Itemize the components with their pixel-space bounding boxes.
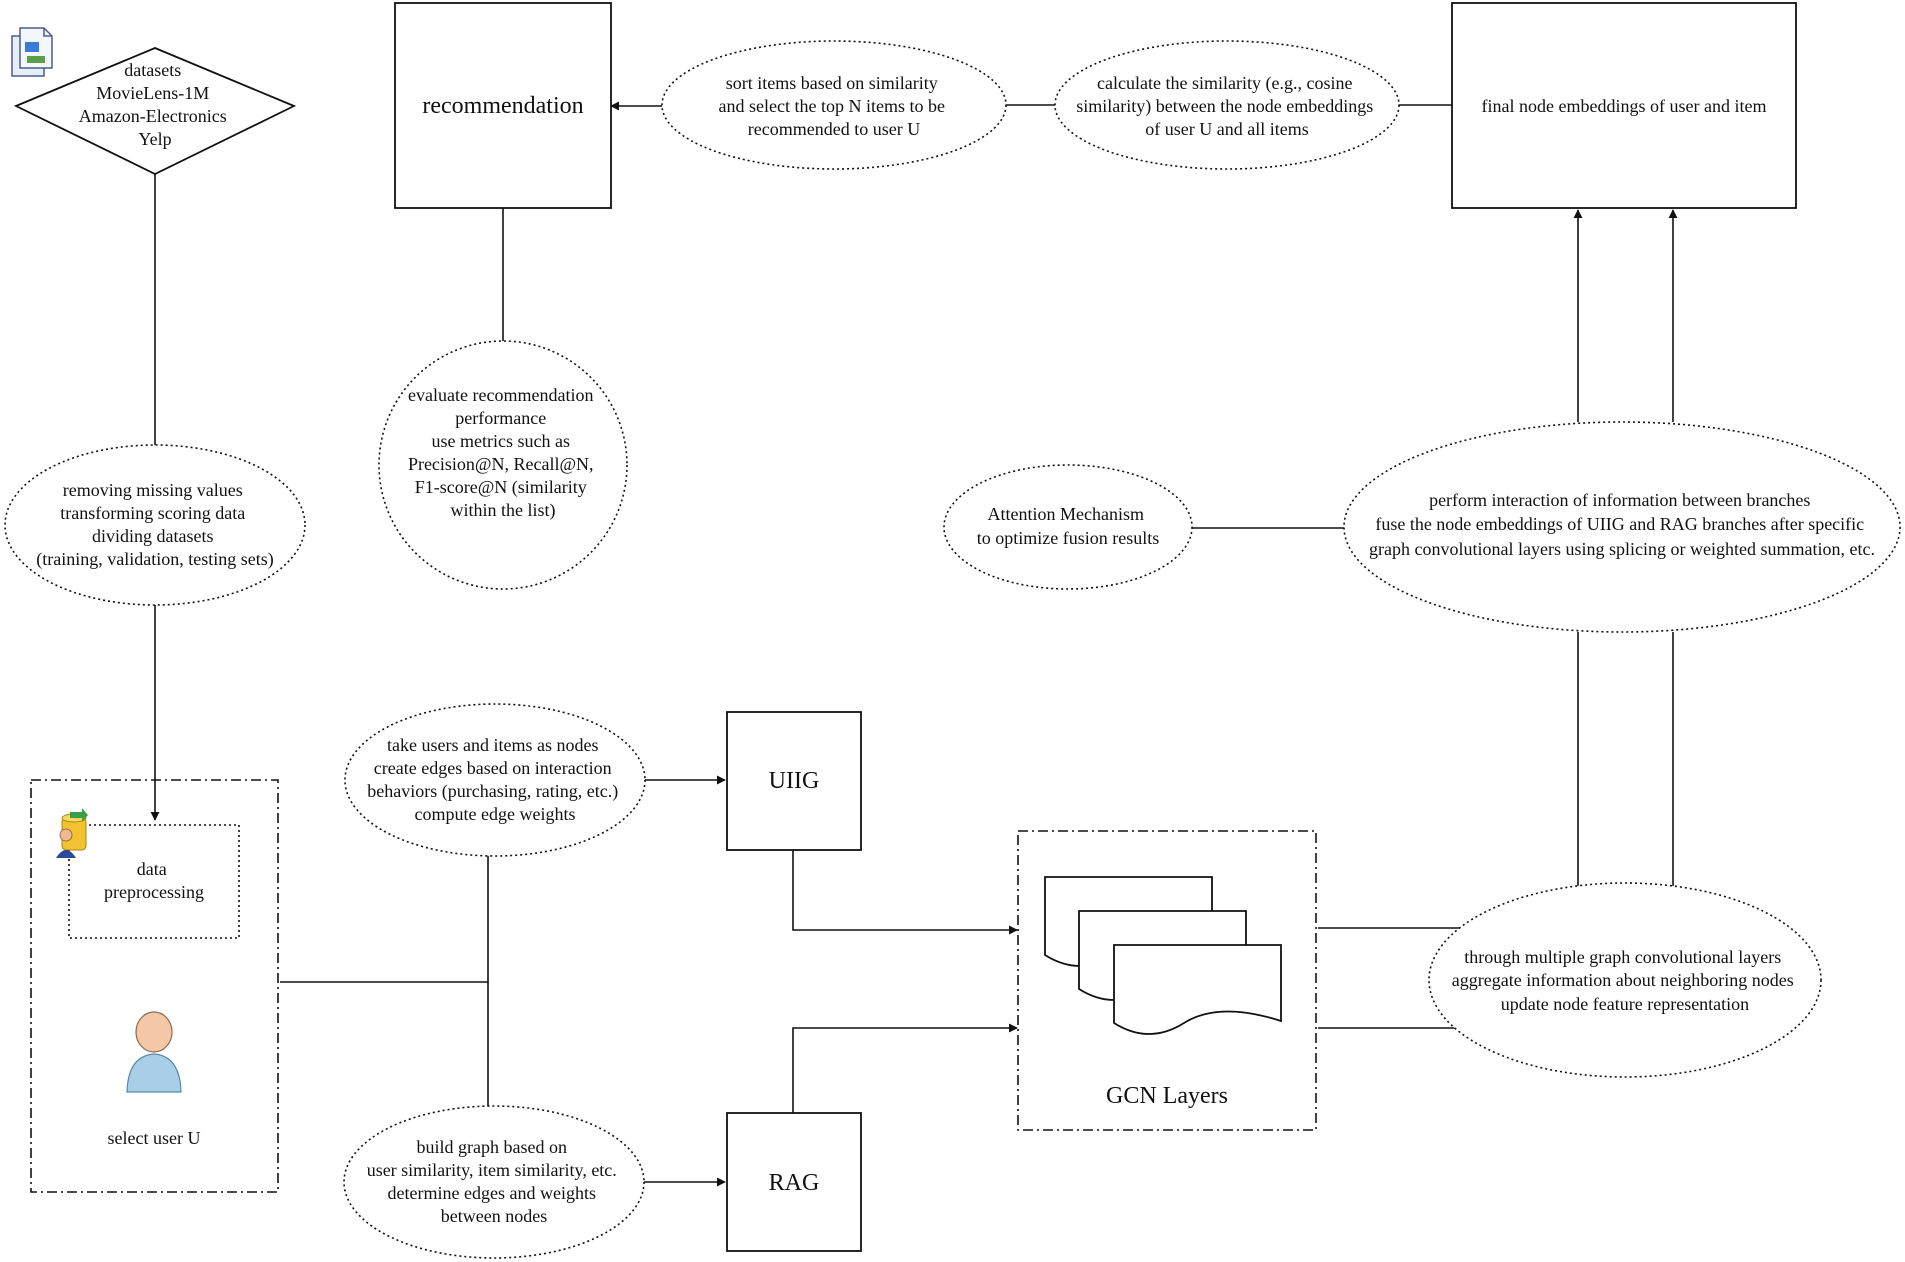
arrow-uiig-to-gcn xyxy=(792,850,1018,935)
datasets-diamond xyxy=(13,47,297,176)
evaluate-line: evaluate recommendation xyxy=(408,385,593,405)
attention-label: Attention Mechanism to optimize fusion r… xyxy=(977,504,1159,548)
evaluate-line: use metrics such as xyxy=(432,431,570,451)
sort-items-node: sort items based on similarity and selec… xyxy=(661,40,1007,170)
preprocess-line: removing missing values xyxy=(63,480,243,500)
fusion-line: graph convolutional layers using splicin… xyxy=(1369,539,1875,559)
datasets-line: datasets xyxy=(124,60,181,80)
uiig-desc-label: take users and items as nodes create edg… xyxy=(367,735,622,824)
uiig-desc-line: create edges based on interaction xyxy=(374,758,612,778)
attention-line: to optimize fusion results xyxy=(977,528,1159,548)
preprocess-line: dividing datasets xyxy=(92,526,213,546)
similarity-calc-ellipse xyxy=(1054,40,1400,170)
evaluate-label: evaluate recommendation performance use … xyxy=(408,385,598,521)
gcn-desc-ellipse xyxy=(1428,882,1822,1078)
uiig-box xyxy=(726,711,862,851)
sort-items-ellipse xyxy=(661,40,1007,170)
sort-items-line: recommended to user U xyxy=(748,119,920,139)
fusion-ellipse xyxy=(1343,421,1901,633)
datasets-line: Yelp xyxy=(138,129,171,149)
uiig-desc-line: take users and items as nodes xyxy=(387,735,598,755)
preprocess-steps-node: removing missing values transforming sco… xyxy=(4,444,306,606)
attention-ellipse xyxy=(943,464,1193,590)
datasets-line: Amazon-Electronics xyxy=(79,106,227,126)
final-embeddings-label: final node embeddings of user and item xyxy=(1482,96,1767,116)
rag-desc-line: build graph based on xyxy=(417,1137,567,1157)
rag-desc-line: between nodes xyxy=(441,1206,547,1226)
fusion-line: fuse the node embeddings of UIIG and RAG… xyxy=(1375,514,1864,534)
arrow-rag-to-gcn xyxy=(792,1023,1018,1113)
evaluate-line: Precision@N, Recall@N, xyxy=(408,454,594,474)
fusion-line: perform interaction of information betwe… xyxy=(1429,490,1810,510)
similarity-calc-node: calculate the similarity (e.g., cosine s… xyxy=(1054,40,1400,170)
gcn-desc-line: through multiple graph convolutional lay… xyxy=(1464,947,1781,967)
fusion-node: perform interaction of information betwe… xyxy=(1343,421,1901,633)
data-block-frame xyxy=(30,779,279,1193)
evaluate-line: F1-score@N (similarity xyxy=(415,477,587,498)
evaluate-line: performance xyxy=(455,408,546,428)
datasets-line: MovieLens-1M xyxy=(96,83,209,103)
similarity-calc-line: of user U and all items xyxy=(1145,119,1308,139)
preprocess-steps-label: removing missing values transforming sco… xyxy=(36,480,273,570)
uiig-desc-line: compute edge weights xyxy=(415,804,576,824)
gcn-layers-frame xyxy=(1017,830,1317,1131)
attention-node: Attention Mechanism to optimize fusion r… xyxy=(943,464,1193,590)
recommendation-node: recommendation xyxy=(394,2,612,209)
uiig-node: UIIG xyxy=(726,711,862,851)
gcn-desc-line: update node feature representation xyxy=(1501,994,1749,1014)
rag-label: RAG xyxy=(769,1170,820,1196)
datasets-node: datasets MovieLens-1M Amazon-Electronics… xyxy=(11,27,297,176)
fusion-label: perform interaction of information betwe… xyxy=(1369,490,1875,559)
final-embeddings-node: final node embeddings of user and item xyxy=(1451,2,1797,209)
data-block: data preprocessing select user U xyxy=(30,779,279,1193)
preprocess-line: (training, validation, testing sets) xyxy=(36,549,273,570)
rag-box xyxy=(726,1112,862,1252)
connectors xyxy=(150,101,1678,1187)
rag-desc-node: build graph based on user similarity, it… xyxy=(343,1105,645,1259)
preprocess-line: transforming scoring data xyxy=(60,503,245,523)
connector-to-uiig-desc xyxy=(280,855,489,983)
uiig-desc-ellipse xyxy=(344,703,646,857)
user-icon xyxy=(126,1011,182,1093)
similarity-calc-line: similarity) between the node embeddings xyxy=(1076,96,1373,117)
rag-desc-line: determine edges and weights xyxy=(388,1183,596,1203)
sort-items-label: sort items based on similarity and selec… xyxy=(719,73,950,139)
evaluate-circle xyxy=(378,340,628,590)
sort-items-line: and select the top N items to be xyxy=(719,96,945,116)
gcn-layers-node: GCN Layers xyxy=(1017,830,1317,1131)
evaluate-node: evaluate recommendation performance use … xyxy=(378,340,628,590)
similarity-calc-label: calculate the similarity (e.g., cosine s… xyxy=(1076,73,1377,139)
evaluate-line: within the list) xyxy=(451,500,556,521)
datasets-label: datasets MovieLens-1M Amazon-Electronics… xyxy=(79,60,231,149)
document-stack-icon xyxy=(11,27,53,77)
uiig-desc-line: behaviors (purchasing, rating, etc.) xyxy=(367,781,618,802)
rag-desc-ellipse xyxy=(343,1105,645,1259)
recommendation-box xyxy=(394,2,612,209)
rag-desc-line: user similarity, item similarity, etc. xyxy=(367,1160,617,1180)
attention-line: Attention Mechanism xyxy=(988,504,1144,524)
similarity-calc-line: calculate the similarity (e.g., cosine xyxy=(1097,73,1352,94)
stacked-documents-icon xyxy=(1044,876,1282,1035)
data-preprocessing-label: data preprocessing xyxy=(104,859,204,902)
gcn-desc-node: through multiple graph convolutional lay… xyxy=(1428,882,1822,1078)
data-preprocessing-box xyxy=(68,824,240,939)
database-user-icon xyxy=(56,808,88,858)
rag-node: RAG xyxy=(726,1112,862,1252)
uiig-label: UIIG xyxy=(769,768,820,794)
gcn-layers-label: GCN Layers xyxy=(1106,1083,1228,1109)
data-preprocessing-line: data xyxy=(137,859,167,879)
preprocess-steps-ellipse xyxy=(4,444,306,606)
uiig-desc-node: take users and items as nodes create edg… xyxy=(344,703,646,857)
select-user-label: select user U xyxy=(108,1128,201,1148)
sort-items-line: sort items based on similarity xyxy=(726,73,938,93)
data-preprocessing-line: preprocessing xyxy=(104,882,204,902)
gcn-desc-line: aggregate information about neighboring … xyxy=(1452,970,1794,990)
recommendation-label: recommendation xyxy=(422,93,583,119)
gcn-desc-label: through multiple graph convolutional lay… xyxy=(1452,947,1798,1014)
rag-desc-label: build graph based on user similarity, it… xyxy=(367,1137,622,1226)
final-embeddings-box xyxy=(1451,2,1797,209)
